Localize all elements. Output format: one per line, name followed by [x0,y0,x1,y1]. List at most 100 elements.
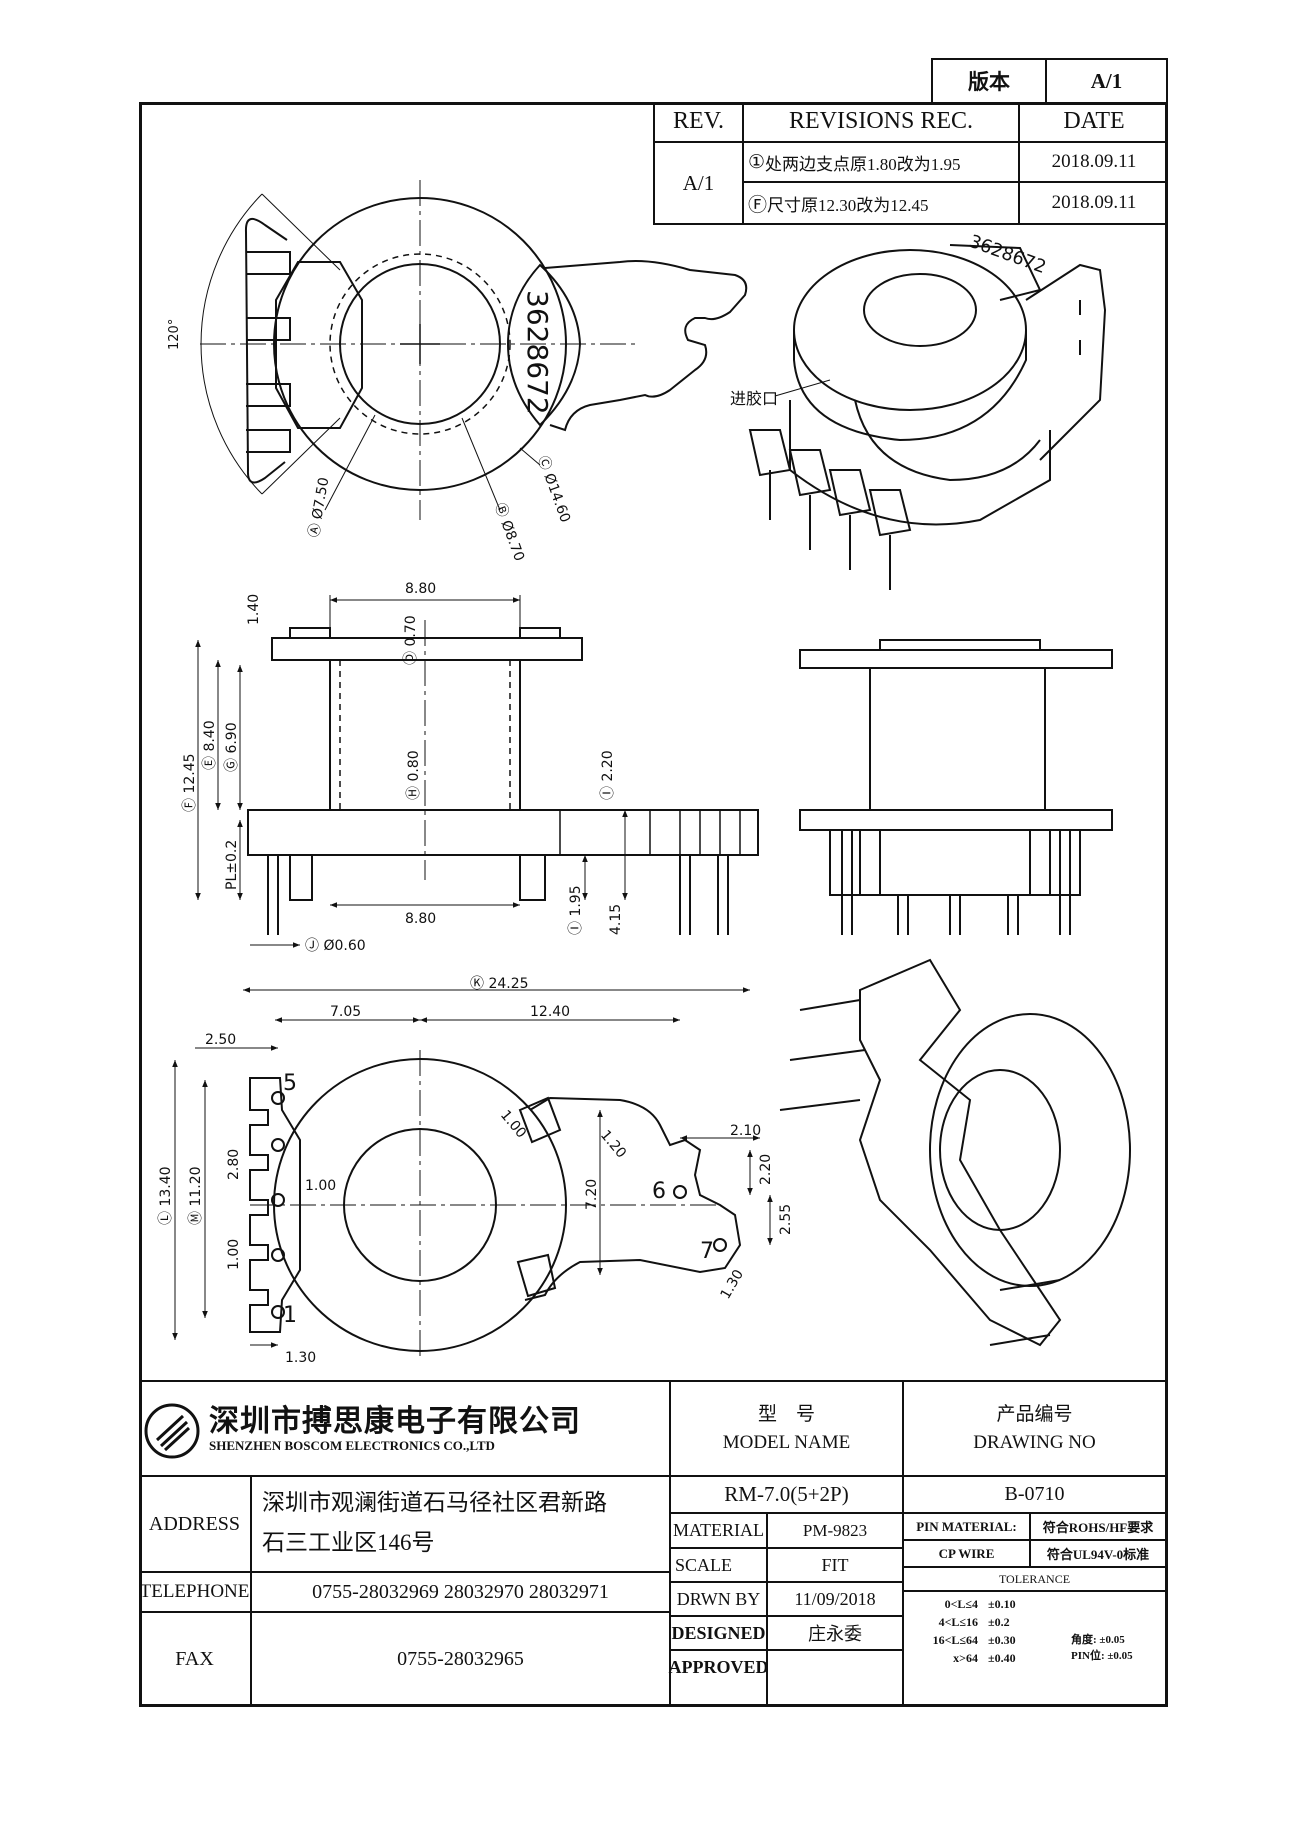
bottom-dim-12.40: 12.40 [530,1004,570,1020]
angle-tolerance: 角度: ±0.05 [1071,1634,1125,1646]
bottom-dim-1.00-arm: 1.00 [497,1107,529,1141]
cp-wire-label: CP WIRE [904,1541,1031,1568]
bottom-dim-2.10: 2.10 [730,1123,761,1139]
bottom-dim-7.20: 7.20 [584,1179,600,1210]
gate-leader [774,379,831,397]
side-dim-1.40: 1.40 [246,594,262,625]
side-dim-4.15: 4.15 [608,904,624,935]
iso-base [789,400,1051,526]
side-dim-0.70: Ⓓ 0.70 [403,615,419,665]
right-marking-pad [506,263,582,427]
bottom-dim-24.25: Ⓚ 24.25 [470,976,529,992]
model-label-cn: 型 号 [757,1403,815,1425]
side-dim-8.40: Ⓔ 8.40 [202,720,218,770]
note-mark-1: ① [748,151,766,173]
iso-pins [748,300,1081,590]
side-dim-6.90: Ⓖ 6.90 [224,722,240,772]
technical-drawing: 3628672 3628672 进胶口 120° Ⓐ Ø7.50 Ⓑ Ø8.70… [158,180,1131,1366]
bottom-arm [524,1096,742,1301]
model-value: RM-7.0(5+2P) [671,1477,904,1514]
side-bobbin [329,660,521,810]
revision-date-1: 2018.09.11 [1020,143,1168,183]
leader-a [324,414,376,511]
bottom-dim-1.30: 1.30 [285,1350,316,1366]
approved-label: APPROVED [669,1651,769,1706]
tolerance-row: 4<L≤16±0.2 [938,1615,1010,1629]
version-value: A/1 [1090,68,1123,93]
leader-b [461,417,501,511]
dim-b-label: Ⓑ Ø8.70 [491,501,527,563]
side-pins [267,855,729,935]
bottom-dim-11.20: Ⓜ 11.20 [188,1166,204,1225]
telephone-value: 0755-28032969 28032970 28032971 [252,1573,671,1613]
company-area: 深圳市搏思康电子有限公司 SHENZHEN BOSCOM ELECTRONICS… [139,1382,671,1477]
leader-c [519,447,541,466]
dim-c-label: Ⓒ Ø14.60 [534,454,573,525]
top-view [200,180,748,520]
iso-view-bottom [779,958,1131,1347]
fax-label: FAX [139,1613,252,1706]
iso-bore-top [863,273,977,347]
left-pad [275,261,363,429]
pin-tolerance: PIN位: ±0.05 [1071,1650,1133,1662]
bottom-comb [249,1077,301,1333]
side-dim-0.80: Ⓗ 0.80 [406,750,422,800]
front-top-flange [799,649,1113,669]
bottom-dim-2.50: 2.50 [205,1032,236,1048]
comb-teeth [246,251,291,453]
version-label: 版本 [933,60,1047,102]
side-dim-2.20: Ⓘ 2.20 [600,750,616,800]
tolerance-row: x>64±0.40 [953,1651,1016,1665]
pin-comb [244,217,288,484]
company-name-cn: 深圳市搏思康电子有限公司 [209,1405,581,1438]
tolerance-row: 0<L≤4±0.10 [944,1597,1016,1611]
cp-wire-value: 符合UL94V-0标准 [1031,1541,1165,1568]
marking-text-iso: 3628672 [966,231,1049,278]
drawing-no-label-cn: 产品编号 [996,1403,1073,1425]
note-text-1: 处两边支点原1.80改为1.95 [765,154,961,174]
drawn-by-value: 11/09/2018 [768,1583,904,1617]
drawing-no-label-en: DRAWING NO [973,1431,1096,1453]
bottom-view [172,987,773,1360]
bottom-dim-1.30-arm: 1.30 [718,1267,747,1302]
angle-arc [200,193,263,495]
approved-value [768,1651,904,1706]
side-base [247,809,759,856]
company-name-en: SHENZHEN BOSCOM ELECTRONICS CO.,LTD [209,1438,495,1453]
front-base-lower [829,830,1081,896]
iso-view-top [748,244,1107,590]
bottom-dim-1.20: 1.20 [597,1127,629,1161]
tolerance-label: TOLERANCE [904,1568,1165,1592]
bottom-dim-1.00-pitch: 1.00 [305,1178,336,1194]
iso-tab [949,244,1042,301]
telephone-label: TELEPHONE [139,1573,252,1613]
iso2-base [858,958,1062,1347]
address-label: ADDRESS [139,1477,252,1573]
side-dim-12.45: Ⓕ 12.45 [182,753,198,812]
gate-label: 进胶口 [730,389,778,408]
rev-cell-1: A/1 [655,143,744,223]
iso-flange-side [793,330,1027,442]
angle-leader-1 [261,193,341,271]
iso2-pins [779,999,1061,1346]
side-bore-dashed [339,660,511,810]
bottom-pin-holes [271,1091,727,1319]
iso-body [854,399,1041,482]
iso-arm [1025,263,1107,461]
bottom-dim-2.55: 2.55 [778,1204,794,1235]
drawing-no-value: B-0710 [904,1477,1165,1514]
bottom-dim-2.20: 2.20 [758,1154,774,1185]
tolerance-row: 16<L≤64±0.30 [932,1633,1016,1647]
tolerance-table: 0<L≤4±0.10 4<L≤16±0.2 16<L≤64±0.30 x>64±… [914,1595,1064,1667]
date-header: DATE [1020,102,1168,143]
bottom-dim-7.05: 7.05 [330,1004,361,1020]
revision-date-2: 2018.09.11 [1051,192,1137,213]
scale-label: SCALE [671,1549,768,1583]
side-dim-pl: PL±0.2 [224,840,240,890]
pin-label-6: 6 [652,1179,666,1204]
address-line-1: 深圳市观澜街道石马径社区君新路 [262,1490,607,1515]
front-pins [841,830,1071,935]
angle-label: 120° [167,319,182,350]
pin-material-label: PIN MATERIAL: [904,1514,1031,1541]
